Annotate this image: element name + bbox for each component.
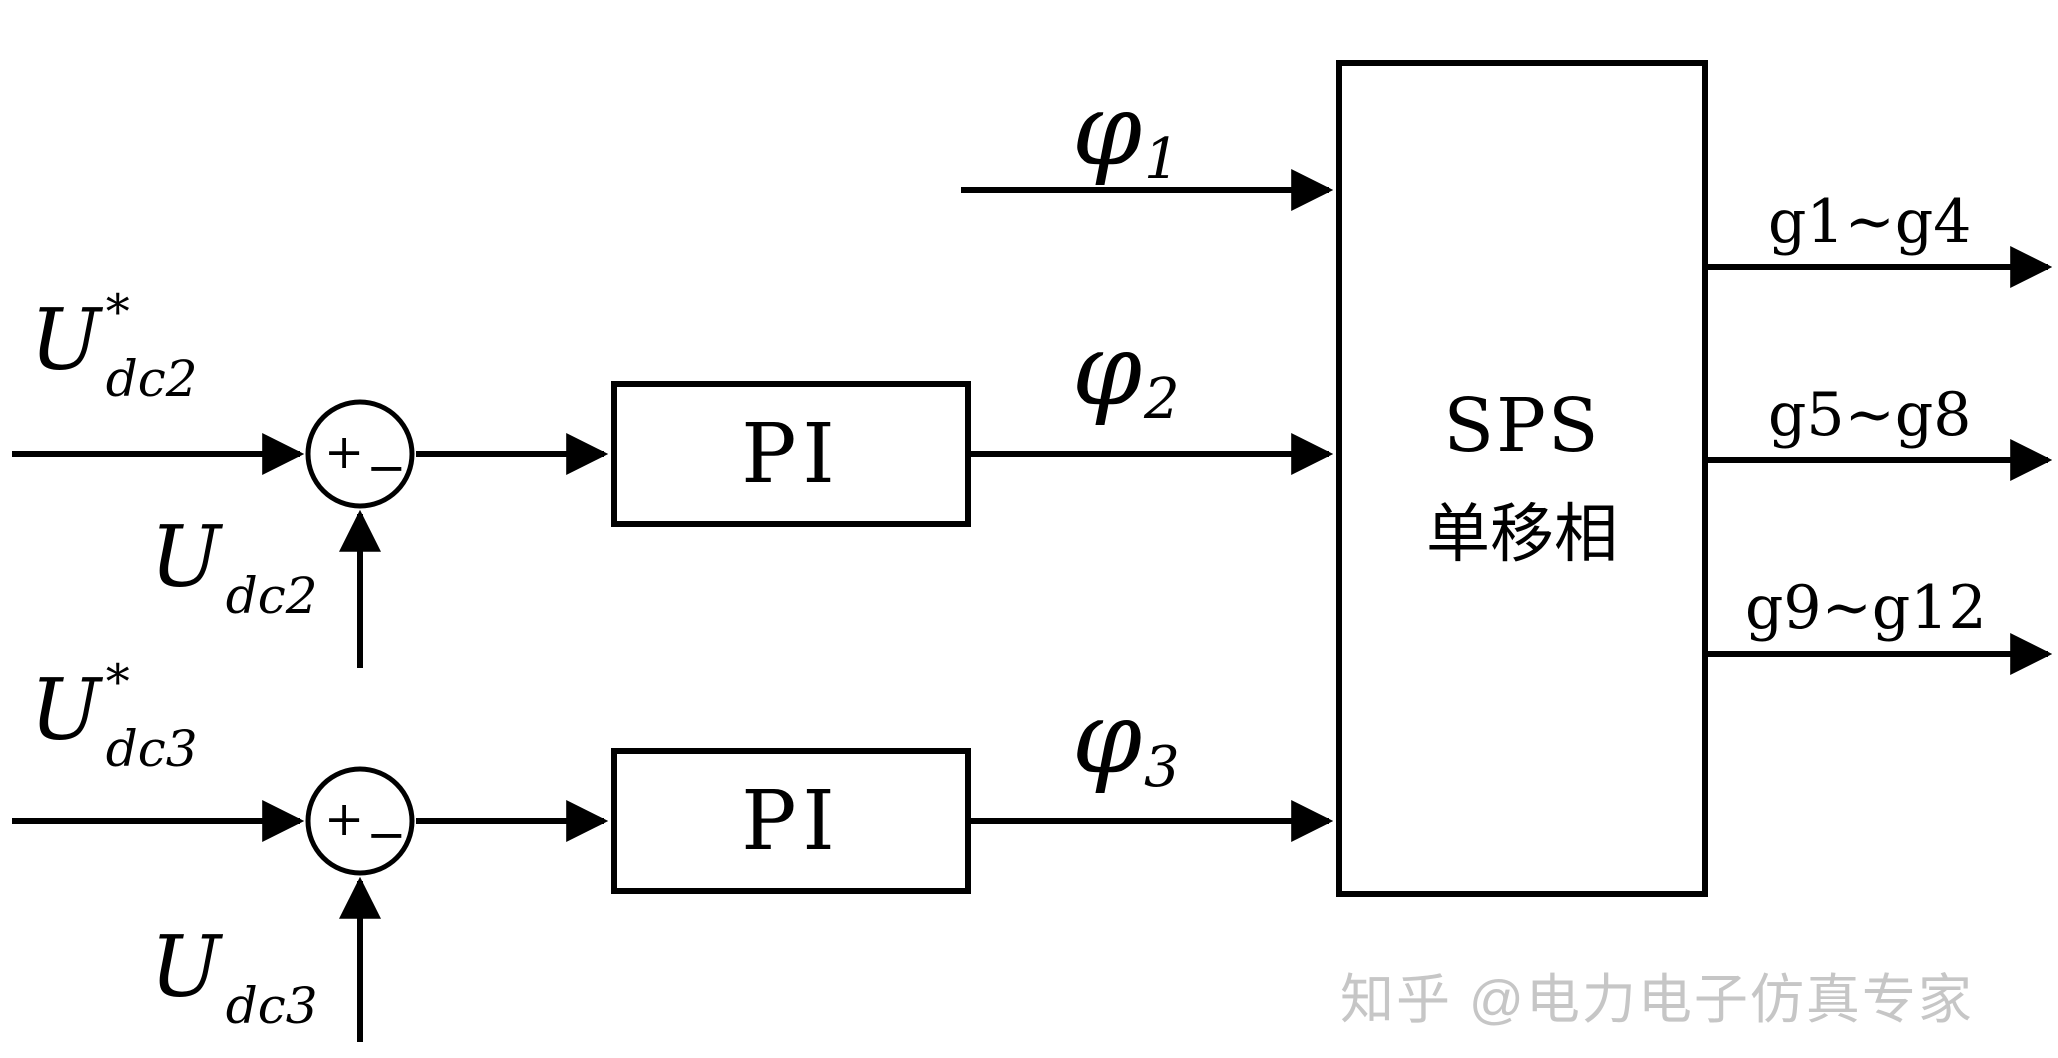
ufb2-base: U xyxy=(150,508,221,606)
pi-block-2 xyxy=(611,748,971,894)
label-g1-g4: g1~g4 xyxy=(1768,187,1972,257)
label-uref2: U * dc2 xyxy=(30,288,198,408)
phi3-sub: 3 xyxy=(1144,735,1180,800)
phi2-sub: 2 xyxy=(1144,367,1180,432)
label-uref3: U * dc3 xyxy=(30,658,198,778)
label-phi1: φ 1 xyxy=(1072,71,1180,188)
sum-signs-1: + − xyxy=(324,424,406,492)
ufb2-sub: dc2 xyxy=(225,567,318,625)
sum-junction-2 xyxy=(305,766,415,876)
label-phi3: φ 3 xyxy=(1072,679,1180,796)
uref2-base: U xyxy=(30,291,101,389)
label-phi2: φ 2 xyxy=(1072,311,1180,428)
ufb3-sub: dc3 xyxy=(225,977,318,1035)
uref2-sub: dc2 xyxy=(105,350,198,408)
uref3-base: U xyxy=(30,661,101,759)
uref3-sup: * xyxy=(105,654,130,710)
label-ufb2: U dc2 xyxy=(150,515,318,621)
pi1-label: PI xyxy=(741,406,841,502)
phi3-base: φ xyxy=(1072,679,1143,796)
sps-label: SPS 单移相 xyxy=(1339,63,1705,894)
phi1-sub: 1 xyxy=(1144,127,1180,192)
sum-junction-1 xyxy=(305,399,415,509)
uref3-sub: dc3 xyxy=(105,720,198,778)
sps-block xyxy=(1336,60,1708,897)
label-g9-g12: g9~g12 xyxy=(1745,573,1987,643)
label-g5-g8: g5~g8 xyxy=(1768,380,1972,450)
sps-title: SPS xyxy=(1443,382,1601,469)
sum1-minus-sign: − xyxy=(366,440,407,496)
ufb3-base: U xyxy=(150,918,221,1016)
label-ufb3: U dc3 xyxy=(150,925,318,1031)
sum-signs-2: + − xyxy=(324,791,406,859)
uref2-sup: * xyxy=(105,284,130,340)
sum2-minus-sign: − xyxy=(366,807,407,863)
pi2-label: PI xyxy=(741,773,841,869)
pi-block-1 xyxy=(611,381,971,527)
sum2-plus-sign: + xyxy=(324,791,365,847)
phi1-base: φ xyxy=(1072,71,1143,188)
phi2-base: φ xyxy=(1072,311,1143,428)
sps-subtitle: 单移相 xyxy=(1426,497,1618,572)
watermark: 知乎 @电力电子仿真专家 xyxy=(1340,970,1974,1030)
sum1-plus-sign: + xyxy=(324,424,365,480)
